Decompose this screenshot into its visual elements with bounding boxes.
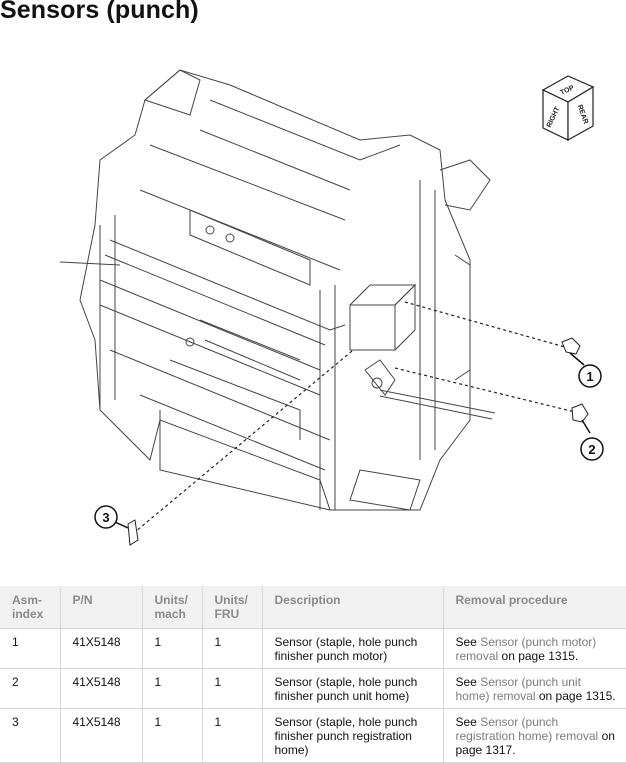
cell-description: Sensor (staple, hole punch finisher punc… [262,668,444,709]
removal-link[interactable]: Sensor (punch unit home) removal [455,675,581,703]
cell-description: Sensor (staple, hole punch finisher punc… [262,708,444,763]
callout-3: 3 [94,505,118,529]
page-title: Sensors (punch) [0,0,199,24]
leader-line-2 [394,367,576,413]
cell-description: Sensor (staple, hole punch finisher punc… [262,628,444,669]
exploded-view-illustration: 1 2 3 TOP RIGHT REAR [59,69,604,546]
cell-removal: See Sensor (punch registration home) rem… [443,708,626,763]
cell-units-fru: 1 [202,668,263,709]
cell-index: 3 [0,708,61,763]
table-row: 1 41X5148 1 1 Sensor (staple, hole punch… [0,628,626,669]
sensor-part-2 [571,403,589,423]
callout-2: 2 [580,437,604,461]
cell-removal: See Sensor (punch motor) removal on page… [443,628,626,669]
cell-units-mach: 1 [142,708,203,763]
table-header-row: Asm- index P/N Units/ mach Units/ FRU De… [0,586,626,629]
removal-link[interactable]: Sensor (punch registration home) removal [455,715,599,743]
frame-outline [79,69,471,511]
table-row: 3 41X5148 1 1 Sensor (staple, hole punch… [0,708,626,763]
header-pn: P/N [60,586,143,629]
cell-index: 1 [0,628,61,669]
cell-units-mach: 1 [142,628,203,669]
cell-pn: 41X5148 [60,628,143,669]
cell-units-mach: 1 [142,668,203,709]
cell-units-fru: 1 [202,628,263,669]
table-row: 2 41X5148 1 1 Sensor (staple, hole punch… [0,668,626,709]
sensor-part-3 [127,519,139,546]
cell-pn: 41X5148 [60,708,143,763]
header-description: Description [262,586,444,629]
cell-pn: 41X5148 [60,668,143,709]
callout-1: 1 [578,364,602,388]
sensor-part-1 [561,337,581,355]
cell-removal: See Sensor (punch unit home) removal on … [443,668,626,709]
orientation-cube-icon: TOP RIGHT REAR [541,75,595,142]
svg-text:3: 3 [102,510,109,525]
header-units-fru: Units/ FRU [202,586,263,629]
header-units-mach: Units/ mach [142,586,203,629]
svg-text:2: 2 [588,442,595,457]
svg-text:1: 1 [586,369,593,384]
header-removal-procedure: Removal procedure [443,586,626,629]
header-asm-index: Asm- index [0,586,61,629]
leader-line-3 [134,350,353,533]
removal-link[interactable]: Sensor (punch motor) removal [455,635,597,663]
cell-units-fru: 1 [202,708,263,763]
leader-line-1 [404,301,566,348]
parts-table: Asm- index P/N Units/ mach Units/ FRU De… [0,586,626,763]
cell-index: 2 [0,668,61,709]
